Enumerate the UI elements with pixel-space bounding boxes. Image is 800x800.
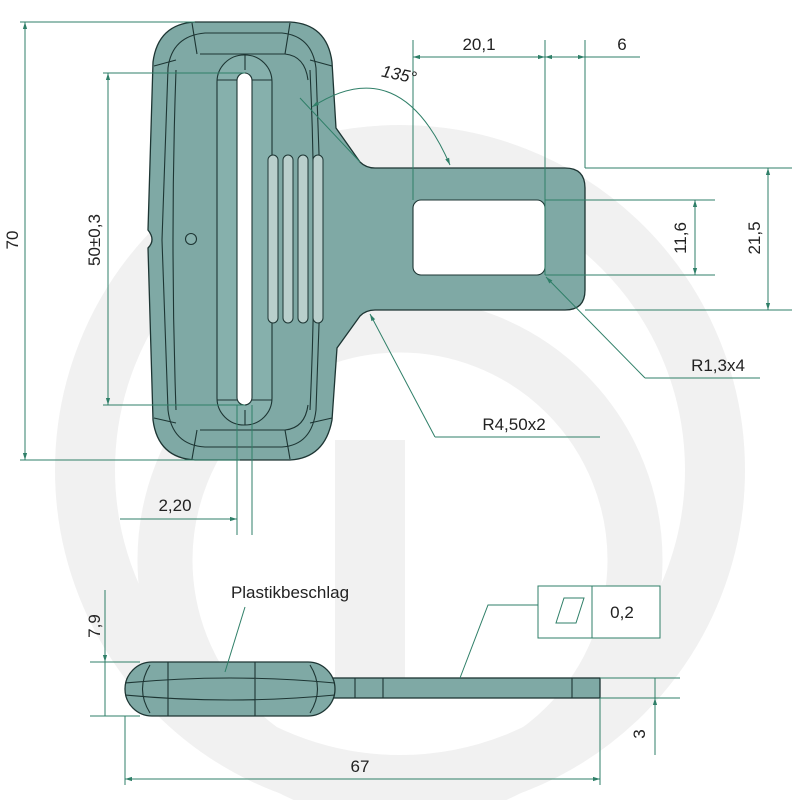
dim-67: 67 xyxy=(351,757,370,776)
tolerance-value: 0,2 xyxy=(610,603,634,622)
pin-hole xyxy=(184,232,198,246)
dim-11-6: 11,6 xyxy=(671,222,690,254)
dim-7-9-text: 7,9 xyxy=(85,614,104,638)
tolerance-frame: 0,2 xyxy=(459,585,661,679)
top-view xyxy=(147,21,586,461)
plastic-cap-side xyxy=(124,661,336,717)
dim-50: 50±0,3 xyxy=(85,214,104,266)
belt-slot xyxy=(236,72,253,406)
dim-r1-3: R1,3x4 xyxy=(691,356,745,375)
rib xyxy=(312,154,324,324)
dim-21-5: 21,5 xyxy=(745,221,764,254)
tongue-side xyxy=(329,677,601,699)
dim-70: 70 xyxy=(3,231,22,250)
dimensions-top: 70 50±0,3 20,1 6 11,6 21,5 R1,3x4 R4,50x… xyxy=(3,21,792,535)
dimensions-side: 7,9 3 67 Plastikbeschlag 0,2 xyxy=(85,583,680,785)
plastic-label: Plastikbeschlag xyxy=(231,583,349,602)
rib xyxy=(267,154,279,324)
side-view xyxy=(124,661,601,717)
dim-3: 3 xyxy=(630,729,649,738)
dim-r4-5: R4,50x2 xyxy=(482,415,545,434)
tongue-window xyxy=(412,199,546,276)
flatness-icon xyxy=(555,597,585,624)
rib xyxy=(282,154,294,324)
dim-20-1: 20,1 xyxy=(462,35,495,54)
dim-2-20: 2,20 xyxy=(158,496,191,515)
rib xyxy=(297,154,309,324)
dim-6: 6 xyxy=(617,35,626,54)
